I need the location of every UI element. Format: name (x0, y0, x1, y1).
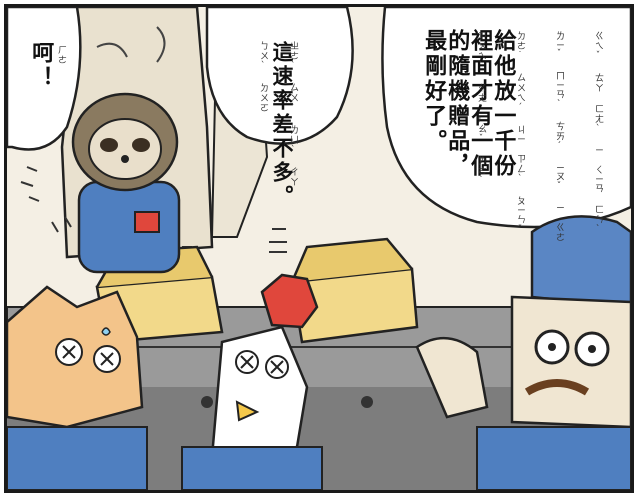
middle-speech-text: 這速率差不多。 (235, 41, 295, 209)
dog-character (415, 215, 631, 490)
motion-lines (20, 166, 287, 258)
middle-line-1: 這速率差 (270, 41, 295, 137)
comic-artwork (7, 7, 631, 490)
middle-ruby-2: ㄅㄨˋ ㄉㄨㄛ (258, 41, 268, 113)
sloth-character (71, 92, 181, 274)
right-speech-text: 給他放一千份裡面才有一個的隨機贈品，最剛好了。 (421, 29, 517, 199)
right-line-3: 的隨機贈品， (444, 29, 471, 179)
right-line-4: 最剛好了。 (421, 29, 448, 154)
right-ruby-4: ㄗㄨㄟˋ ㄍㄤ ㄏㄠˇ ㄌㄜ˙ (476, 31, 486, 187)
right-ruby-2: ㄌㄧˇ ㄇㄧㄢˋ ㄘㄞˊ ㄧㄡˇ ㄧ ㄍㄜ (554, 31, 564, 243)
middle-ruby-1: ㄓㄜˋ ㄙㄨˋ ㄌㄩˋ ㄔㄚ (288, 41, 298, 187)
right-ruby-3: ㄉㄜ˙ ㄙㄨㄟˊ ㄐㄧ ㄗㄥˋ ㄆㄧㄣˇ (515, 31, 525, 236)
rooster-character (181, 273, 323, 490)
speech-bubbles (7, 7, 631, 229)
comic-panel: 呵！ ㄏㄜ 這速率差不多。 ㄓㄜˋ ㄙㄨˋ ㄌㄩˋ ㄔㄚ ㄅㄨˋ ㄉㄨㄛ 給他放… (4, 4, 634, 493)
exclaim-text: 呵！ (28, 41, 55, 91)
cardboard-box-right (290, 237, 419, 344)
cat-character (7, 285, 148, 490)
right-line-1: 給他放一千份 (490, 29, 517, 179)
middle-line-2: 不多。 (270, 137, 295, 209)
right-line-2: 裡面才有一個 (467, 29, 494, 179)
right-ruby-1: ㄍㄟˇ ㄊㄚ ㄈㄤˋ ㄧ ㄑㄧㄢ ㄈㄣˋ (593, 31, 603, 236)
exclaim-ruby: ㄏㄜ (56, 45, 66, 65)
